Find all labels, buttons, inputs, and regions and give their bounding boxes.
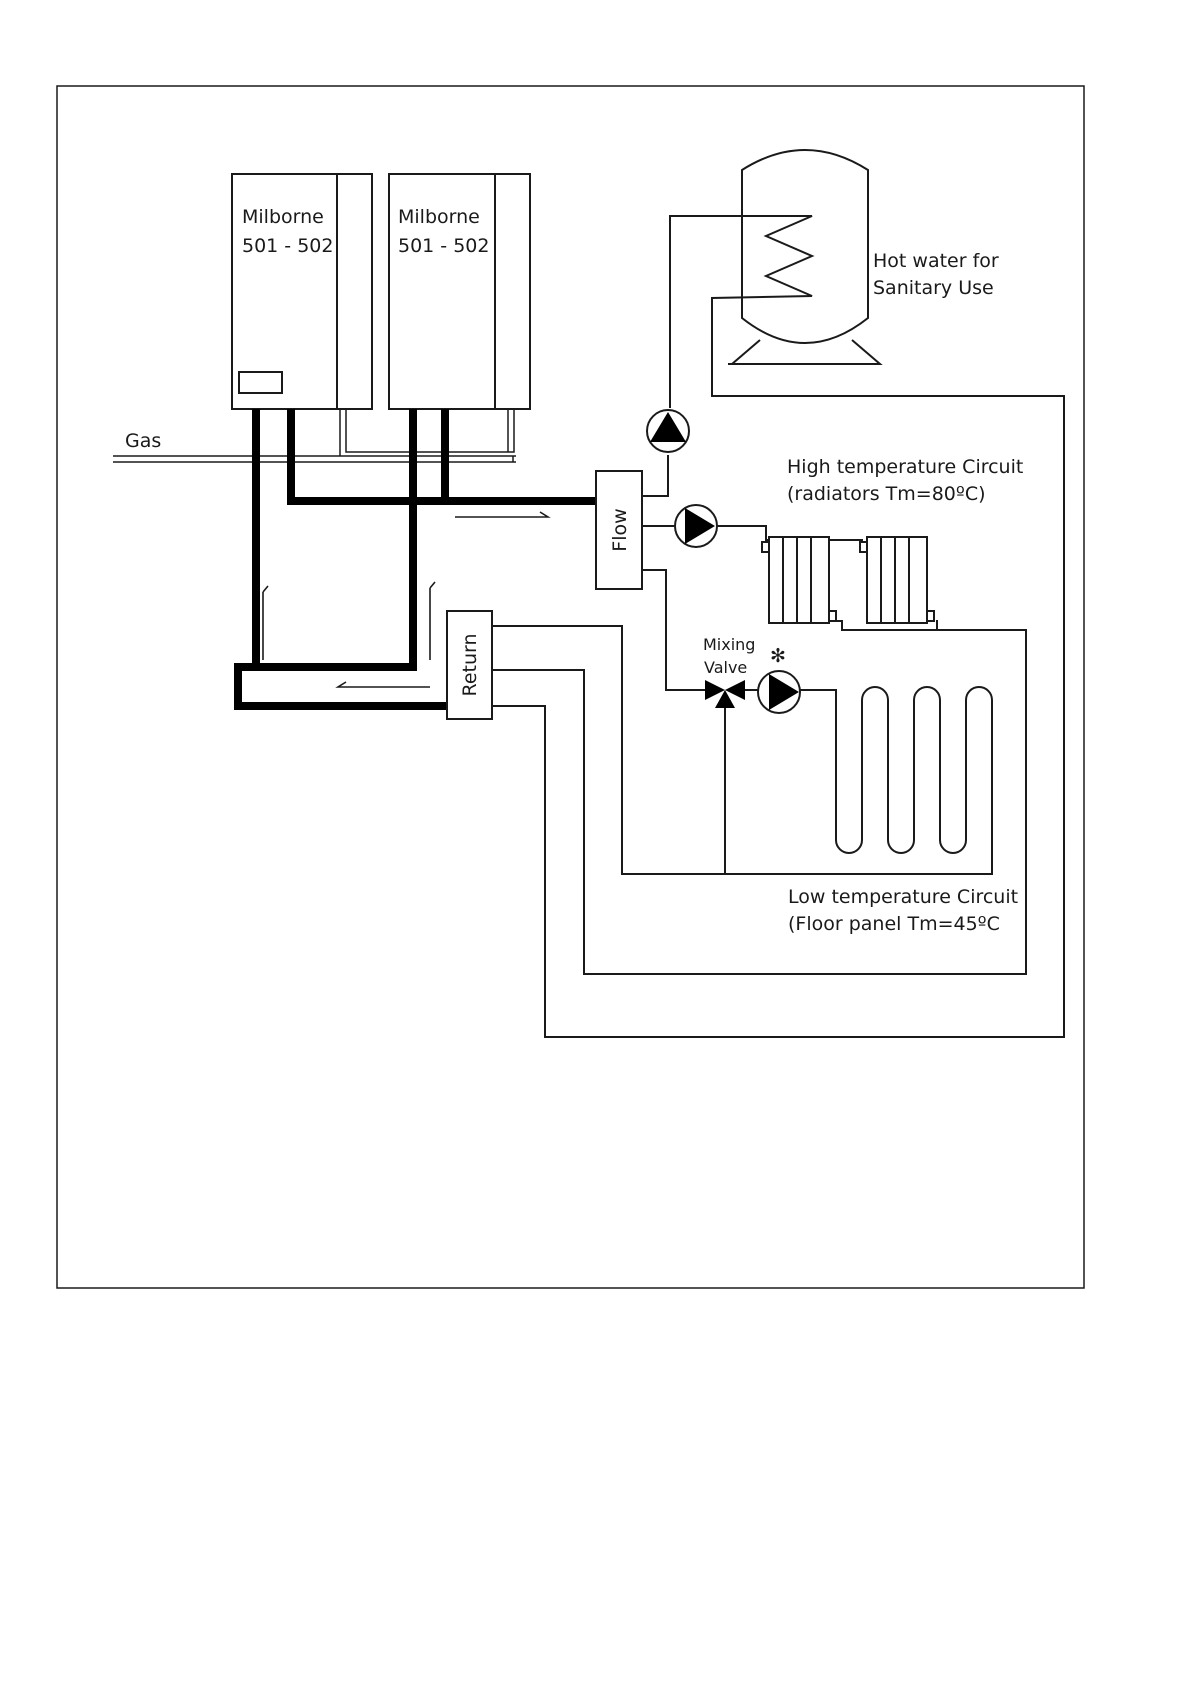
dhw-flow-pipe bbox=[642, 455, 668, 496]
ht-pump-icon bbox=[675, 505, 717, 547]
lt-flow-pipe-a bbox=[642, 570, 705, 690]
mixing-valve-icon bbox=[705, 680, 745, 708]
hot-water-label-2: Sanitary Use bbox=[873, 277, 994, 299]
gas-line: Gas bbox=[113, 409, 516, 462]
flow-manifold: Flow bbox=[596, 471, 642, 589]
return-label: Return bbox=[459, 633, 481, 696]
radiator-2-icon bbox=[860, 537, 934, 623]
boiler-right-model: 501 - 502 bbox=[398, 235, 489, 257]
return-manifold: Return bbox=[447, 611, 492, 719]
radiator-1-icon bbox=[762, 537, 836, 623]
asterisk-mark: ✻ bbox=[770, 645, 786, 667]
boiler-right: Milborne 501 - 502 bbox=[389, 174, 530, 409]
high-temp-label-1: High temperature Circuit bbox=[787, 456, 1023, 478]
low-temp-label-1: Low temperature Circuit bbox=[788, 886, 1018, 908]
dhw-pump-icon bbox=[647, 410, 689, 452]
boiler-right-name: Milborne bbox=[398, 206, 480, 228]
lt-pump-icon bbox=[758, 671, 800, 713]
hot-water-label-1: Hot water for bbox=[873, 250, 999, 272]
direction-arrows bbox=[263, 512, 548, 687]
boiler-left-model: 501 - 502 bbox=[242, 235, 333, 257]
mixing-valve-label-2: Valve bbox=[704, 658, 747, 677]
flow-label: Flow bbox=[609, 508, 631, 551]
gas-label: Gas bbox=[125, 430, 161, 452]
primary-pipes bbox=[238, 409, 597, 706]
high-temp-label-2: (radiators Tm=80ºC) bbox=[787, 483, 986, 505]
low-temp-label-2: (Floor panel Tm=45ºC bbox=[788, 913, 1000, 935]
mixing-valve-label-1: Mixing bbox=[703, 635, 755, 654]
boiler-left: Milborne 501 - 502 bbox=[232, 174, 372, 409]
boiler-left-name: Milborne bbox=[242, 206, 324, 228]
